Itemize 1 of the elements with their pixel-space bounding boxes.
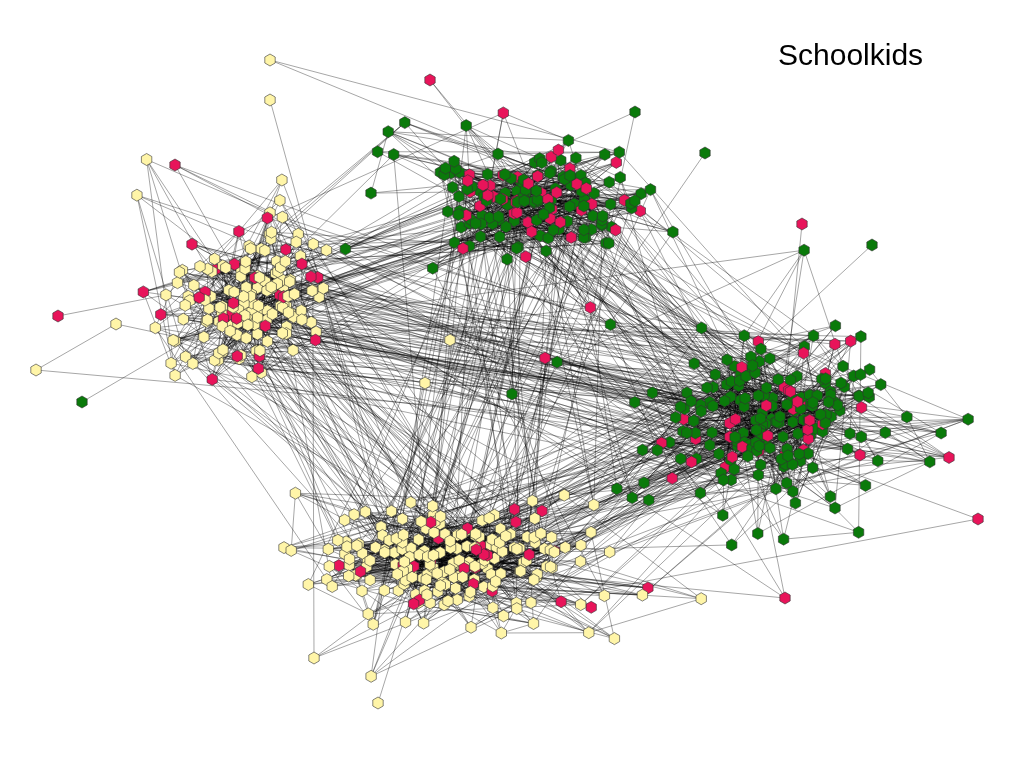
title: Schoolkids: [778, 38, 924, 72]
